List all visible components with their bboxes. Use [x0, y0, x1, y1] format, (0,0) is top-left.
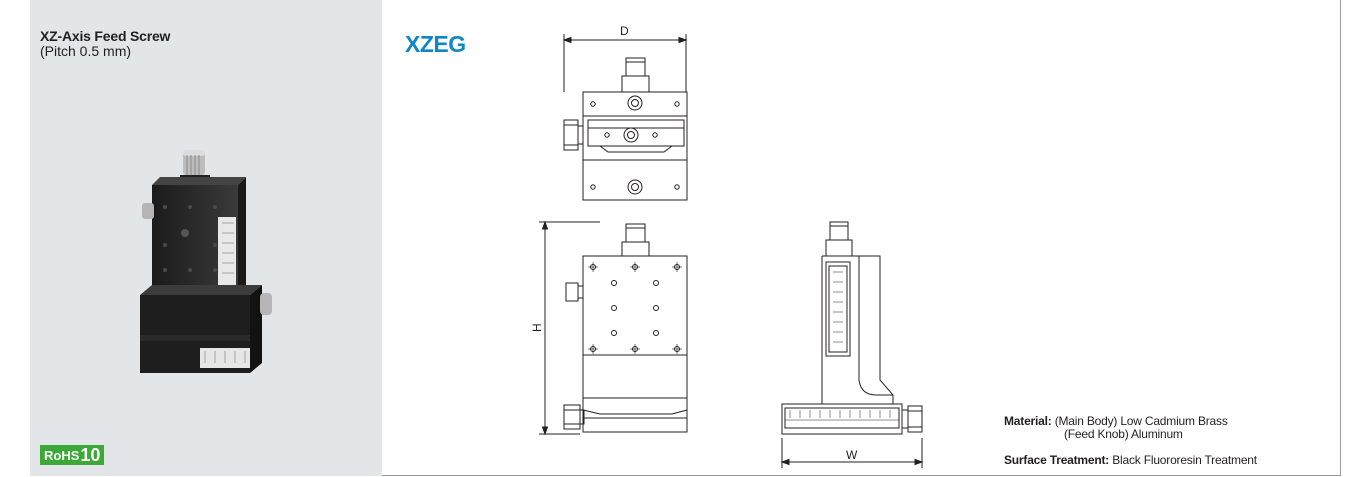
rohs-badge: RoHS 10: [40, 445, 105, 465]
rohs-text: RoHS: [44, 448, 80, 463]
product-photo: [140, 150, 272, 373]
product-pitch: (Pitch 0.5 mm): [40, 43, 132, 59]
front-view: [539, 220, 688, 436]
side-view: [780, 221, 924, 468]
model-code: XZEG: [405, 31, 466, 57]
surface-label: Surface Treatment:: [1004, 453, 1110, 467]
dimension-d: D: [620, 24, 629, 38]
product-title: XZ-Axis Feed Screw: [40, 28, 171, 44]
surface-spec: Surface Treatment: Black Fluororesin Tre…: [1004, 454, 1257, 467]
dimension-w: W: [846, 448, 858, 462]
rohs-number: 10: [80, 445, 101, 465]
material-spec: Material: (Main Body) Low Cadmium Brass: [1004, 415, 1228, 428]
material-label: Material:: [1004, 414, 1052, 428]
material-knob: (Feed Knob) Aluminum: [1064, 427, 1183, 441]
surface-value: Black Fluororesin Treatment: [1112, 453, 1257, 467]
section-frame: [30, 0, 1341, 476]
material-main: (Main Body) Low Cadmium Brass: [1054, 414, 1228, 428]
top-view: [562, 34, 688, 201]
dimension-h: H: [530, 323, 544, 332]
